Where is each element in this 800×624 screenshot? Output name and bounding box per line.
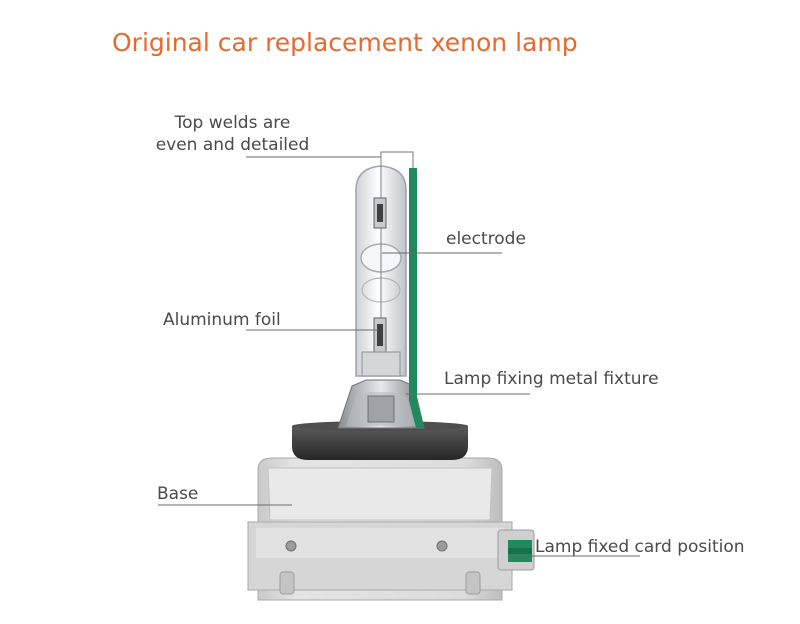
label-metal-fixture: Lamp fixing metal fixture	[444, 369, 659, 389]
label-top-welds-line1: Top welds are	[174, 113, 291, 133]
leader-lines	[158, 156, 640, 557]
lamp-base	[247, 457, 513, 601]
label-aluminum-foil: Aluminum foil	[163, 310, 281, 330]
metal-fixture	[337, 379, 425, 429]
label-top-welds-line2: even and detailed	[155, 135, 310, 155]
label-electrode: electrode	[446, 229, 526, 249]
label-base: Base	[157, 484, 199, 504]
card-tab	[497, 529, 535, 571]
green-wire	[380, 151, 424, 428]
label-top-welds: Top welds are even and detailed	[140, 112, 325, 156]
glass-tube	[355, 160, 407, 377]
label-card-position: Lamp fixed card position	[535, 537, 745, 557]
page-title: Original car replacement xenon lamp	[112, 28, 578, 57]
